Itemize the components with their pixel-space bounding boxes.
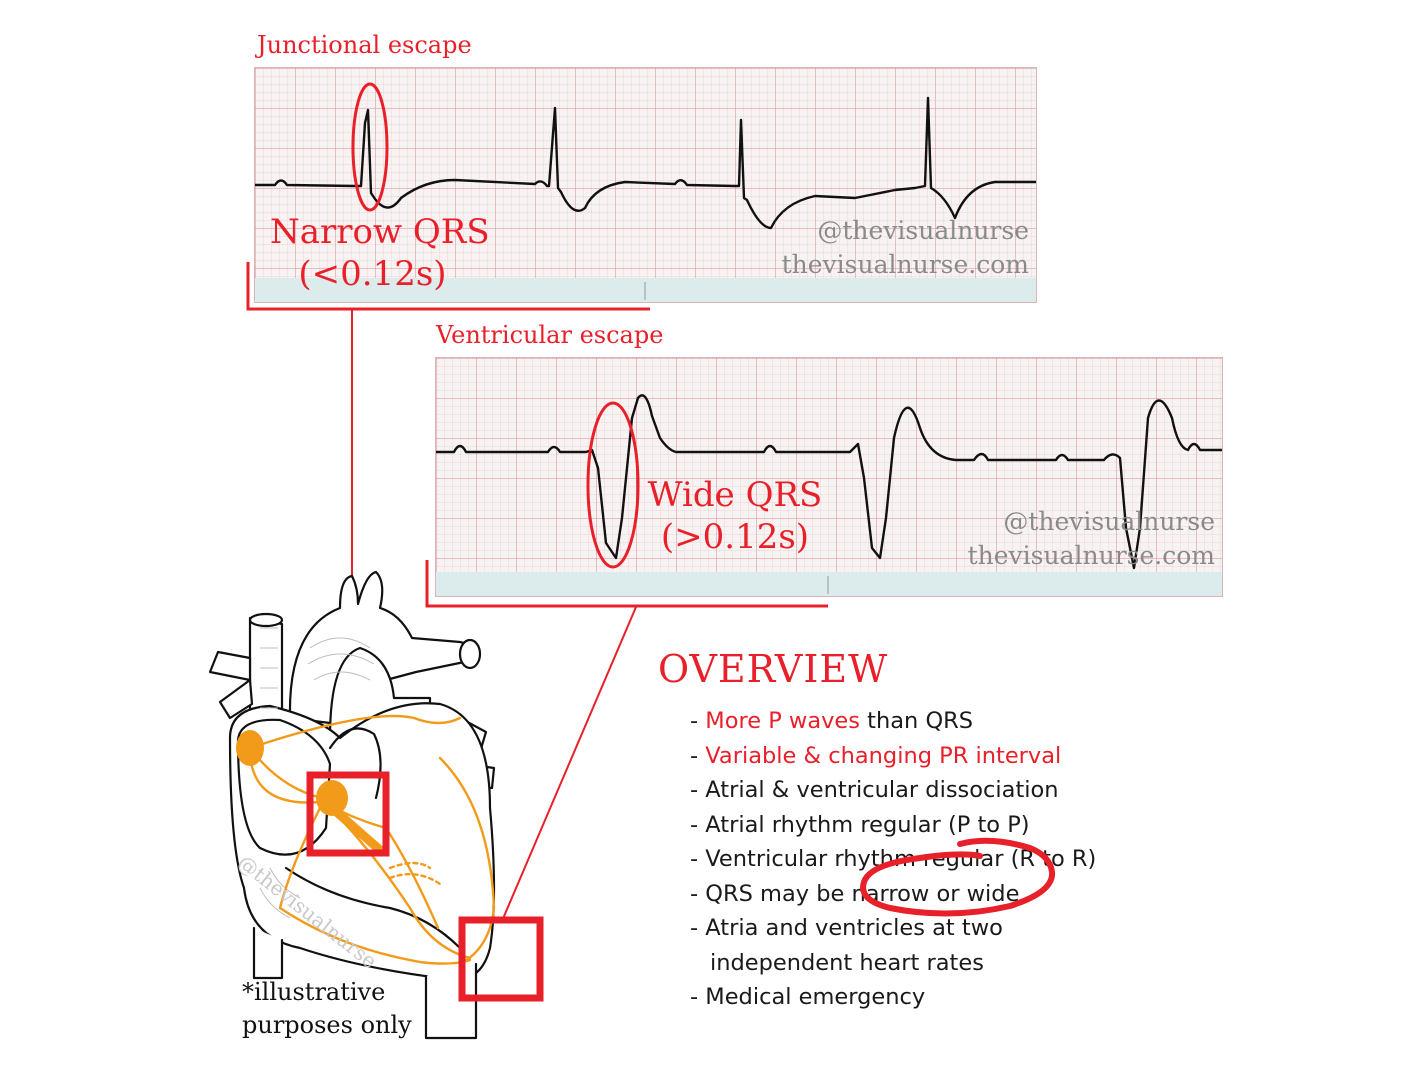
junctional-watermark-handle: @thevisualnurse	[817, 216, 1029, 245]
bullet-marker: -	[690, 742, 706, 769]
bullet-marker: -	[690, 984, 706, 1010]
av-node-icon	[316, 780, 348, 816]
overview-item-text: than QRS	[860, 708, 974, 734]
ventricular-ecg-grid	[436, 358, 1222, 596]
bullet-marker: -	[690, 880, 706, 907]
overview-item-text: Atria and ventricles at two	[705, 915, 1003, 941]
ventricle-focus-box	[458, 916, 544, 1002]
ventricular-strip-band	[436, 572, 1222, 596]
illustrative-note: *illustrative purposes only	[242, 976, 412, 1042]
overview-item: - QRS may be narrow or wide	[690, 877, 1160, 912]
ventricular-strip-title: Ventricular escape	[436, 321, 664, 349]
overview-title: OVERVIEW	[658, 647, 889, 691]
bullet-marker: -	[690, 811, 706, 838]
overview-item: - Atrial rhythm regular (P to P)	[690, 808, 1160, 843]
sa-node-icon	[236, 730, 264, 766]
overview-item-text: Atrial & ventricular dissociation	[705, 777, 1059, 803]
overview-item: - More P waves than QRS	[690, 704, 1160, 739]
illustrative-note-line2: purposes only	[242, 1011, 412, 1039]
overview-item-text: Ventricular rhythm regular (R to R)	[705, 846, 1097, 872]
wide-qrs-callout: Wide QRS (>0.12s)	[640, 474, 830, 558]
junctional-ecg-strip: @thevisualnurse thevisualnurse.com	[254, 67, 1037, 303]
bullet-marker: -	[690, 708, 706, 734]
wide-qrs-duration: (>0.12s)	[660, 517, 810, 557]
overview-item: - Atria and ventricles at two	[690, 911, 1160, 946]
overview-item: - Variable & changing PR interval	[690, 739, 1160, 774]
narrow-qrs-callout: Narrow QRS (<0.12s)	[270, 211, 490, 295]
overview-item-continuation: independent heart rates	[690, 946, 1160, 981]
junctional-ecg-trace	[255, 96, 1036, 230]
narrow-qrs-label: Narrow QRS	[270, 212, 490, 252]
ventricular-watermark-site: thevisualnurse.com	[967, 541, 1215, 570]
overview-item-highlight: Variable & changing PR interval	[705, 742, 1062, 769]
overview-item-text: Atrial rhythm regular (P to P)	[705, 811, 1030, 838]
ventricular-ecg-strip: @thevisualnurse thevisualnurse.com	[435, 357, 1223, 597]
overview-item: - Atrial & ventricular dissociation	[690, 773, 1160, 808]
overview-item: - Medical emergency	[690, 980, 1160, 1015]
overview-item: - Ventricular rhythm regular (R to R)	[690, 842, 1160, 877]
heart-illustration	[208, 570, 544, 1040]
overview-item-text: Medical emergency	[705, 984, 926, 1010]
overview-item-highlight: More P waves	[705, 708, 861, 734]
ventricular-ecg-trace	[436, 394, 1222, 570]
ventricular-watermark-handle: @thevisualnurse	[1003, 507, 1215, 536]
bullet-marker: -	[690, 846, 706, 872]
wide-qrs-label: Wide QRS	[647, 475, 823, 515]
narrow-qrs-circle	[351, 82, 389, 212]
junctional-watermark-site: thevisualnurse.com	[781, 250, 1029, 279]
overview-item-text: independent heart rates	[710, 949, 984, 976]
overview-item-text: QRS may be narrow or wide	[705, 880, 1020, 907]
ventricular-watermark: @thevisualnurse thevisualnurse.com	[968, 505, 1215, 573]
bullet-marker: -	[690, 915, 706, 941]
junctional-strip-title: Junctional escape	[257, 31, 472, 59]
overview-list: - More P waves than QRS - Variable & cha…	[690, 704, 1160, 1015]
bullet-marker: -	[690, 777, 706, 803]
junctional-ecg-grid	[255, 68, 1036, 302]
av-node-focus-box	[306, 771, 390, 857]
narrow-qrs-duration: (<0.12s)	[298, 254, 447, 294]
junctional-watermark: @thevisualnurse thevisualnurse.com	[782, 214, 1029, 282]
illustrative-note-line1: *illustrative	[242, 978, 386, 1006]
